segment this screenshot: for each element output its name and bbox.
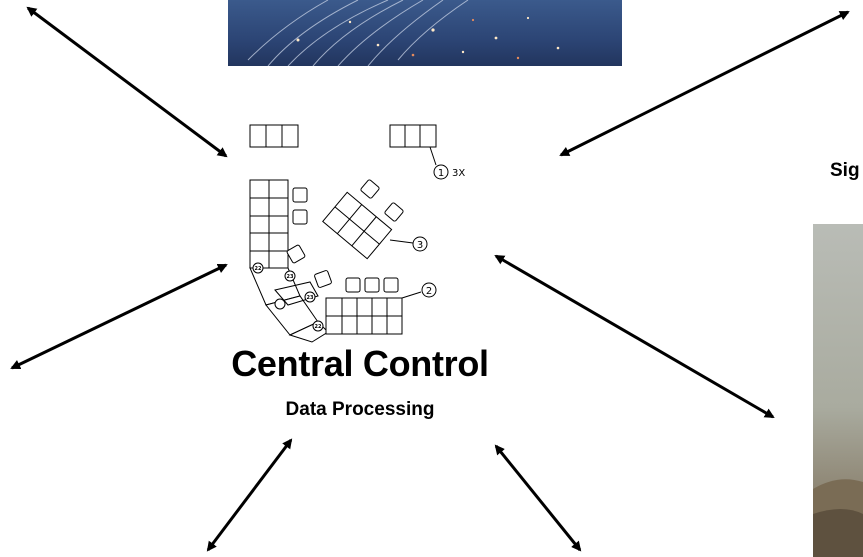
seat-tag: 23 [287, 274, 294, 280]
callout-leader-1 [429, 146, 437, 166]
callout-leader-3 [389, 239, 414, 244]
callout-note: 3X [452, 168, 465, 179]
chair [292, 187, 308, 203]
desk-vertical [249, 179, 289, 269]
console-top-right [389, 124, 437, 148]
callout-label-1: 1 [438, 168, 444, 179]
chair [286, 244, 306, 264]
callout-label-3: 3 [417, 240, 423, 251]
chair [345, 277, 361, 293]
console-top-left [249, 124, 299, 148]
seat-tag: 22 [255, 266, 262, 272]
chair [360, 179, 380, 199]
callout-circle-1 [433, 164, 449, 180]
chair [383, 277, 399, 293]
seat-tag-circle [274, 298, 286, 310]
landscape-photo [813, 224, 863, 557]
seat-tag: 23 [307, 295, 314, 301]
arrow-left [10, 263, 228, 370]
fireworks-photo [228, 0, 622, 66]
desk-bottom [325, 297, 403, 335]
chair [364, 277, 380, 293]
arrow-bottom-right [494, 444, 582, 552]
arrow-top-left [26, 6, 228, 158]
callout-circle-3 [412, 236, 428, 252]
seat-tag-circle [304, 291, 316, 303]
central-control-title: Central Control [231, 343, 489, 384]
chair [292, 209, 308, 225]
fireworks-streaks [247, 0, 560, 66]
seat-tag-circle [252, 262, 264, 274]
chair [314, 270, 332, 288]
arrow-bottom-left [206, 438, 293, 552]
seat-tag-circle [284, 270, 296, 282]
callout-leader-2 [401, 291, 422, 299]
callout-label-2: 2 [426, 286, 432, 297]
chair [384, 202, 404, 222]
seat-tag: 22 [315, 324, 322, 330]
arrow-top-right [559, 10, 850, 157]
data-processing-subtitle: Data Processing [285, 399, 435, 420]
control-room-floorplan [249, 124, 449, 343]
callout-circle-2 [421, 282, 437, 298]
seat-tag-circle [312, 320, 324, 332]
landscape-hills [813, 479, 863, 557]
arrow-right [494, 254, 775, 419]
side-label-truncated: Sig [830, 160, 860, 181]
desk-rotated [322, 191, 393, 260]
